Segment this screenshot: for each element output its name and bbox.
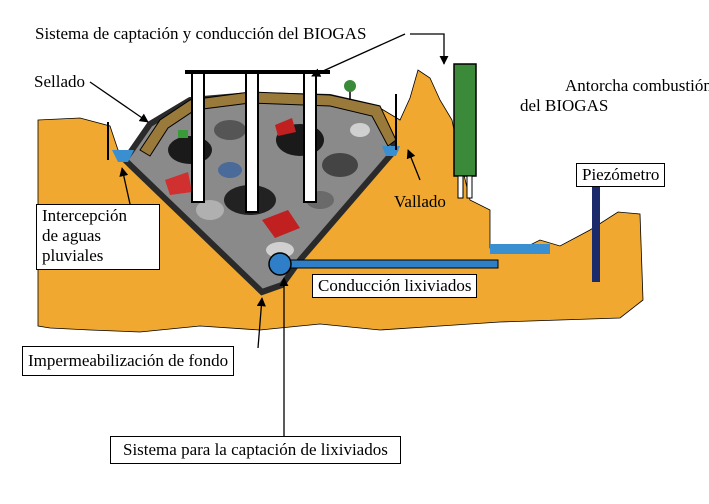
leader-lines [89, 33, 449, 436]
label-piezometro: Piezómetro [576, 163, 666, 187]
torch-leg-right [466, 175, 473, 199]
label-intercepcion-line2: de aguas [42, 226, 102, 245]
leachate-pipe [281, 259, 499, 269]
label-intercepcion-line3: pluviales [42, 246, 104, 265]
label-antorcha-line1: Antorcha combustión [565, 76, 709, 95]
label-sellado: Sellado [34, 72, 85, 91]
biogas-well-1 [191, 71, 205, 203]
label-conduccion-lixiviados: Conducción lixiviados [312, 274, 478, 298]
tree-icon [344, 80, 356, 92]
label-intercepcion: Intercepción de aguas pluviales [36, 204, 160, 270]
label-biogas-system: Sistema de captación y conducción del BI… [35, 24, 367, 43]
piezometer-tube [592, 186, 600, 282]
label-captacion-lixiviados: Sistema para la captación de lixiviados [110, 436, 401, 464]
label-vallado: Vallado [394, 192, 446, 211]
label-antorcha-line2: del BIOGAS [520, 96, 609, 115]
leachate-pond [490, 244, 550, 254]
rain-ditch-left [112, 150, 134, 162]
biogas-well-2 [245, 71, 259, 213]
label-intercepcion-line1: Intercepción [42, 206, 127, 225]
biogas-torch [453, 63, 477, 177]
label-impermeabilizacion: Impermeabilización de fondo [22, 346, 235, 376]
biogas-well-3 [303, 71, 317, 203]
leachate-collector [268, 252, 292, 276]
torch-leg-left [457, 175, 464, 199]
